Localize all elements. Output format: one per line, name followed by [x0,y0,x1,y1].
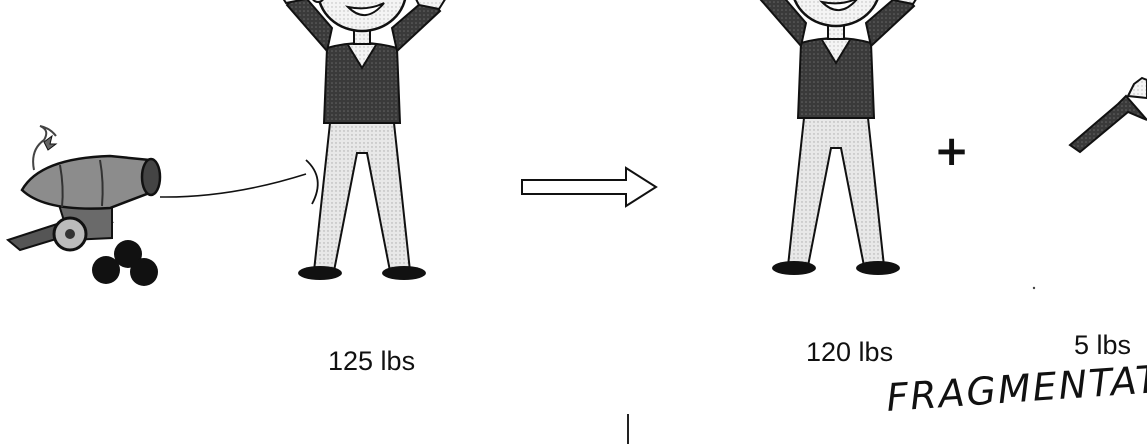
remaining-mass-label: 120 lbs [806,337,893,368]
stray-pen-mark [627,414,629,444]
person-icon [276,0,449,280]
stray-dot [1033,287,1035,289]
fragment-mass-label: 5 lbs [1074,330,1131,361]
impact-mark [306,160,318,204]
arm-fragment-icon [1070,78,1147,152]
cannon-icon [8,126,160,286]
hollow-right-arrow-icon [522,168,656,206]
initial-mass-label: 125 lbs [328,346,415,377]
cannonball [130,258,158,286]
trajectory-line [160,174,306,197]
person-icon [750,0,923,275]
plus-sign: + [934,126,969,175]
